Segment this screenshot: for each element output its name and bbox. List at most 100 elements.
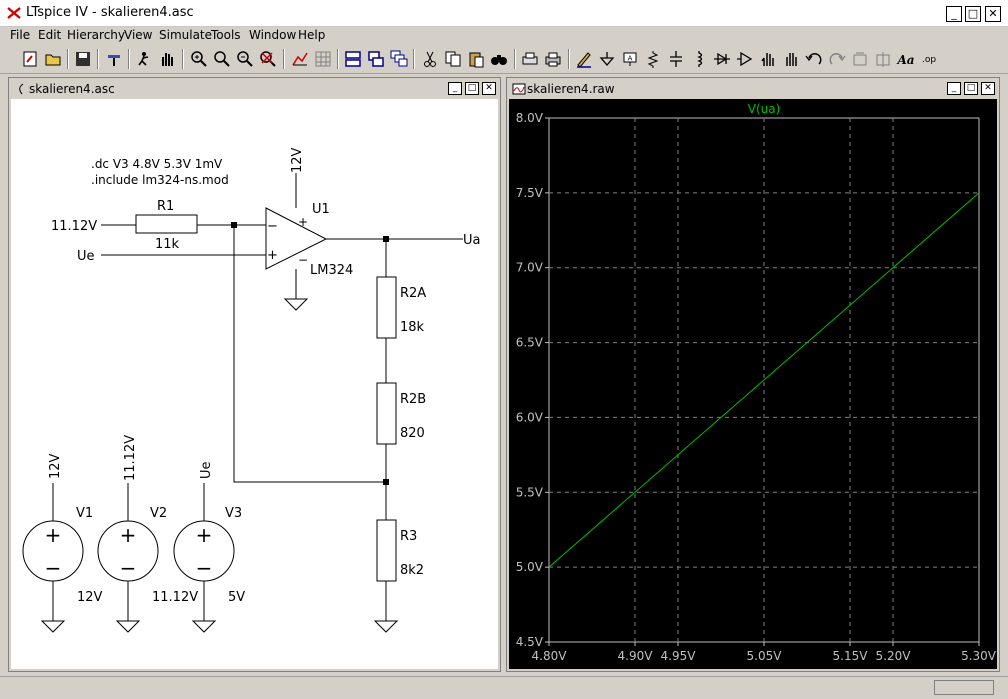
spice-directive-dc[interactable]: .dc V3 4.8V 5.3V 1mV (91, 157, 223, 171)
svg-text:Aa: Aa (896, 53, 914, 67)
title-bar: LTspice IV - skalieren4.asc _ □ ✕ (0, 0, 1008, 27)
spice-directive-icon[interactable]: .op (919, 49, 939, 69)
menu-simulate[interactable]: Simulate (159, 28, 213, 42)
paste-icon[interactable] (466, 49, 486, 69)
spice-directive-include[interactable]: .include lm324-ns.mod (91, 173, 229, 187)
schematic-window-title: skalieren4.asc (29, 82, 115, 96)
y-tick-label: 5.5V (516, 485, 544, 499)
menu-view[interactable]: View (124, 28, 153, 42)
resistor-r2b[interactable] (376, 382, 397, 445)
menu-edit[interactable]: Edit (38, 28, 62, 42)
label-net-icon[interactable]: A (620, 49, 640, 69)
junction-dot (231, 222, 237, 228)
menu-tools[interactable]: Tools (211, 28, 241, 42)
r2b-name-label: R2B (400, 392, 426, 407)
resistor-r3[interactable] (376, 519, 397, 582)
control-panel-hammer-icon[interactable] (104, 49, 124, 69)
resistor-r1[interactable] (135, 214, 198, 234)
waveform-plot[interactable]: V(ua) 4.5V5.0V5.5V6.0V6.5V7.0V7.5V8.0V4.… (509, 99, 997, 669)
schematic-window: skalieren4.asc _ □ ✕ .dc V3 4.8V 5.3V 1m… (8, 77, 501, 672)
ground-icon[interactable] (597, 49, 617, 69)
autorange-icon[interactable] (290, 49, 310, 69)
diode-icon[interactable] (712, 49, 732, 69)
svg-text:.op: .op (922, 55, 936, 65)
opamp-u1[interactable] (265, 207, 328, 270)
print-icon[interactable] (543, 49, 563, 69)
y-tick-label: 8.0V (516, 111, 544, 125)
move-hand-icon[interactable] (758, 49, 778, 69)
opamp-supply-net-label: 12V (290, 147, 305, 173)
component-icon[interactable] (735, 49, 755, 69)
resistor-icon[interactable] (643, 49, 663, 69)
y-tick-label: 4.5V (516, 635, 544, 649)
schematic-minimize-button[interactable]: _ (448, 82, 462, 95)
zoom-fit-icon[interactable] (258, 49, 278, 69)
y-tick-label: 6.5V (516, 336, 544, 350)
tile-vertical-icon[interactable] (366, 49, 386, 69)
new-schematic-icon[interactable] (20, 49, 40, 69)
zoom-out-icon[interactable] (235, 49, 255, 69)
save-icon[interactable] (73, 49, 93, 69)
ltspice-logo-icon (7, 7, 21, 19)
v1-net-label: 12V (48, 453, 63, 479)
rotate-icon[interactable] (850, 49, 870, 69)
toolbar: A Aa .op (0, 45, 1008, 74)
opamp-noninverting-mark: + (267, 248, 278, 263)
redo-icon[interactable] (827, 49, 847, 69)
voltage-source-v2[interactable] (97, 520, 159, 582)
menu-window[interactable]: Window (249, 28, 297, 42)
grid-icon[interactable] (313, 49, 333, 69)
opamp-supply-minus-mark: − (298, 253, 308, 267)
y-tick-label: 7.0V (516, 261, 544, 275)
undo-icon[interactable] (804, 49, 824, 69)
maximize-button[interactable]: □ (965, 6, 981, 22)
close-button[interactable]: ✕ (985, 6, 1001, 22)
v3-value-label: 5V (228, 590, 245, 605)
schematic-canvas[interactable]: .dc V3 4.8V 5.3V 1mV .include lm324-ns.m… (11, 99, 498, 669)
schematic-window-titlebar: skalieren4.asc _ □ ✕ (11, 80, 498, 98)
tile-horizontal-icon[interactable] (343, 49, 363, 69)
trace-vua-line[interactable] (548, 192, 980, 568)
schematic-close-button[interactable]: ✕ (482, 82, 496, 95)
mirror-icon[interactable] (873, 49, 893, 69)
x-tick-label: 4.90V (618, 649, 654, 663)
v1-value-label: 12V (77, 590, 103, 605)
y-tick-label: 6.0V (516, 410, 544, 424)
r3-value-label: 8k2 (400, 563, 424, 578)
resistor-r2a[interactable] (376, 276, 397, 339)
print-setup-icon[interactable] (520, 49, 540, 69)
capacitor-icon[interactable] (666, 49, 686, 69)
r2b-value-label: 820 (400, 426, 425, 441)
cut-icon[interactable] (420, 49, 440, 69)
menu-hierarchy[interactable]: Hierarchy (67, 28, 126, 42)
source-plus-sign: + (196, 523, 213, 547)
waveform-close-button[interactable]: ✕ (981, 82, 995, 95)
halt-hand-icon[interactable] (157, 49, 177, 69)
waveform-minimize-button[interactable]: _ (947, 82, 961, 95)
run-simulation-icon[interactable] (134, 49, 154, 69)
junction-dot (383, 236, 389, 242)
trace-label-vua[interactable]: V(ua) (748, 102, 781, 116)
menu-file[interactable]: File (10, 28, 31, 42)
minimize-button[interactable]: _ (946, 6, 962, 22)
source-minus-sign: − (196, 556, 213, 580)
text-icon[interactable]: Aa (896, 49, 916, 69)
voltage-source-v1[interactable] (22, 520, 84, 582)
cascade-windows-icon[interactable] (389, 49, 409, 69)
wire (233, 225, 386, 483)
zoom-pan-icon[interactable] (212, 49, 232, 69)
waveform-maximize-button[interactable]: □ (964, 82, 978, 95)
schematic-maximize-button[interactable]: □ (465, 82, 479, 95)
schematic-doc-icon (19, 83, 24, 95)
drag-hand-icon[interactable] (781, 49, 801, 69)
ground-symbol (283, 298, 309, 311)
copy-icon[interactable] (443, 49, 463, 69)
open-folder-icon[interactable] (43, 49, 63, 69)
zoom-in-icon[interactable] (189, 49, 209, 69)
find-binoculars-icon[interactable] (489, 49, 509, 69)
menu-help[interactable]: Help (298, 28, 326, 42)
inductor-icon[interactable] (689, 49, 709, 69)
toolbar-separator (283, 49, 285, 69)
draw-wire-pencil-icon[interactable] (574, 49, 594, 69)
voltage-source-v3[interactable] (173, 520, 235, 582)
